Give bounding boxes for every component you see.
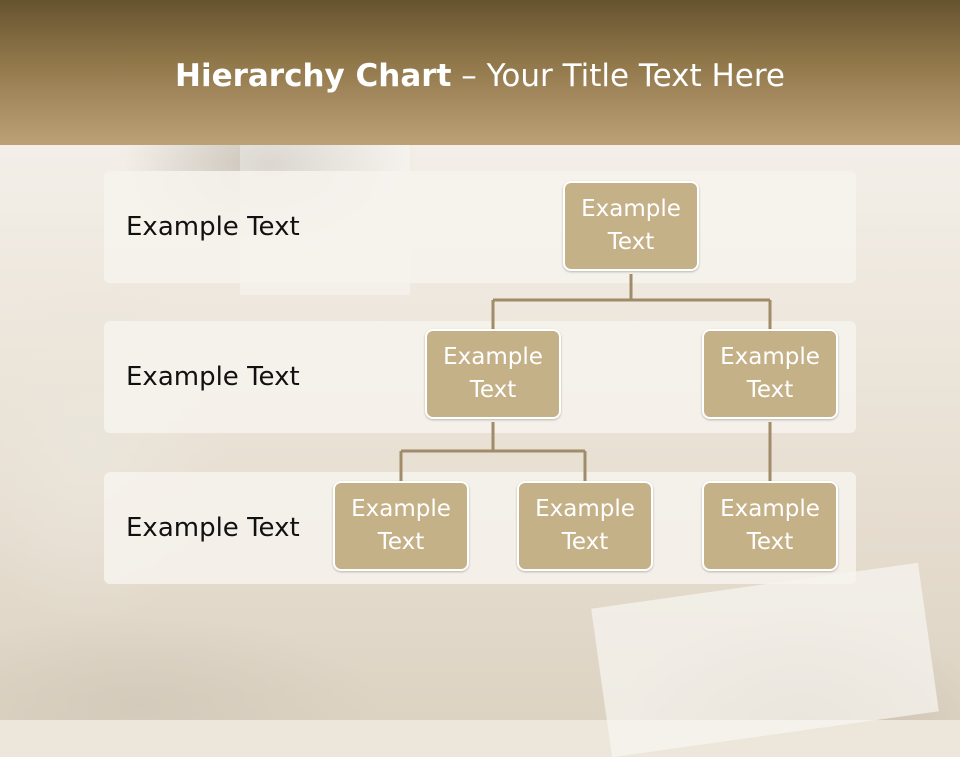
title-dash: –	[451, 58, 487, 94]
connector-root	[491, 274, 772, 330]
title-bar	[0, 0, 960, 145]
node-level3-left-b[interactable]: Example Text	[517, 481, 653, 571]
node-level3-left-a[interactable]: Example Text	[333, 481, 469, 571]
connector-left	[399, 422, 587, 482]
node-level2-right[interactable]: Example Text	[702, 329, 838, 419]
level-label-1: Example Text	[126, 212, 300, 242]
level-label-3: Example Text	[126, 513, 300, 543]
level-band-1	[104, 171, 856, 283]
node-level3-right[interactable]: Example Text	[702, 481, 838, 571]
hierarchy-connectors	[399, 274, 772, 482]
node-level2-left[interactable]: Example Text	[425, 329, 561, 419]
title-rest: Your Title Text Here	[486, 58, 785, 94]
level-label-2: Example Text	[126, 362, 300, 392]
slide-title: Hierarchy Chart – Your Title Text Here	[0, 55, 960, 97]
node-root[interactable]: Example Text	[563, 181, 699, 271]
title-bold: Hierarchy Chart	[175, 58, 452, 94]
